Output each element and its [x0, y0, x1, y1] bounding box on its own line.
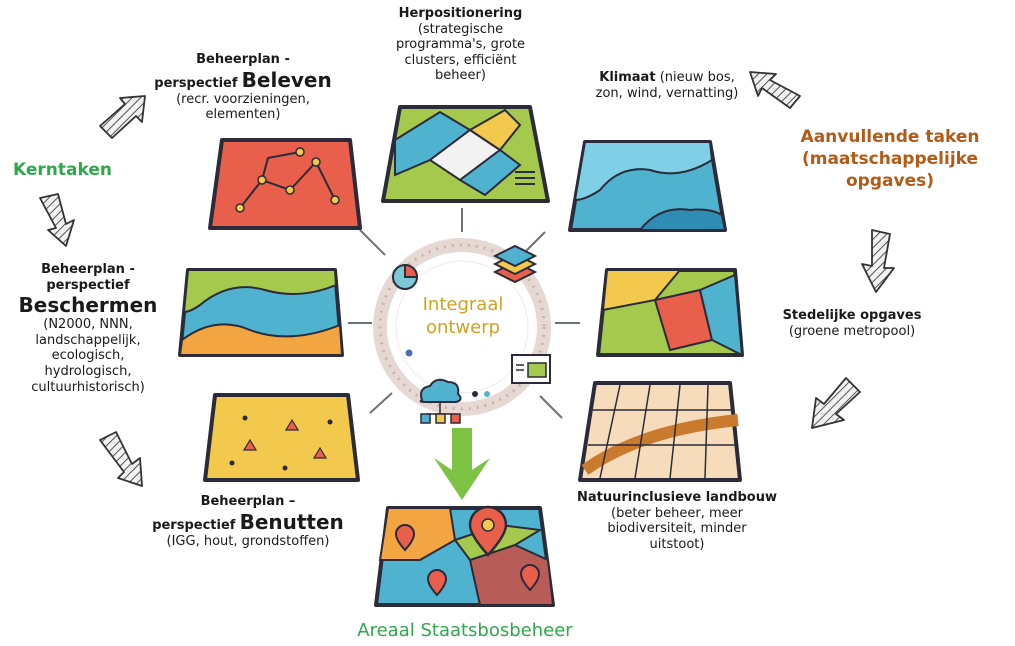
klimaat-rest: (nieuw bos, — [659, 70, 735, 85]
herpositionering-sub-1: (strategische — [417, 21, 504, 37]
aanvullende-line-1: Aanvullende taken — [800, 127, 980, 147]
beschermen-sub-4: hydrologisch, — [44, 363, 132, 379]
herpositionering-sub-2: programma's, grote — [395, 37, 526, 53]
arrow-icon — [749, 71, 801, 109]
beschermen-sub-3: ecologisch, — [51, 348, 125, 364]
arrow-icon — [99, 431, 143, 487]
label-natuurinclusief: Natuurinclusieve landbouw (beter beheer,… — [572, 490, 782, 552]
bottom-label: Areaal Staatsbosbeheer — [357, 620, 573, 641]
location-pin-icon — [468, 505, 508, 557]
map-tile-benutten — [203, 393, 360, 482]
arrow-icon — [39, 193, 75, 247]
decor-dot-icon — [472, 391, 478, 397]
natuur-sub-1: (beter beheer, meer — [611, 505, 743, 521]
stedelijk-title: Stedelijke opgaves — [782, 308, 922, 323]
aanvullende-taken-title: Aanvullende taken (maatschappelijke opga… — [795, 126, 985, 192]
klimaat-sub-1: zon, wind, vernatting) — [595, 85, 739, 101]
label-stedelijk: Stedelijke opgaves (groene metropool) — [772, 308, 932, 339]
label-klimaat: Klimaat (nieuw bos, zon, wind, vernattin… — [577, 70, 757, 101]
decor-dot-icon — [405, 349, 413, 357]
label-benutten: Beheerplan – perspectief Benutten (IGG, … — [148, 494, 348, 549]
aanvullende-line-3: opgaves) — [846, 171, 934, 192]
map-tile-natuurinclusief — [578, 381, 742, 482]
beschermen-big: Beschermen — [18, 293, 158, 318]
stedelijk-sub-1: (groene metropool) — [788, 323, 916, 339]
beschermen-line-1: Beheerplan - — [41, 262, 135, 277]
center-line-1: Integraal — [422, 294, 504, 315]
map-tile-klimaat — [568, 140, 727, 232]
cloud-network-icon — [419, 378, 462, 424]
herpositionering-sub-4: beheer) — [435, 68, 486, 84]
layers-icon — [492, 244, 538, 284]
map-tile-areaal — [374, 506, 555, 607]
arrow-icon — [99, 95, 146, 139]
beschermen-sub-2: landschappelijk, — [35, 332, 141, 348]
arrow-icon — [811, 377, 861, 429]
natuur-sub-2: biodiversiteit, minder — [607, 521, 747, 537]
beschermen-sub-1: (N2000, NNN, — [43, 317, 133, 333]
beleven-big: Beleven — [241, 67, 332, 92]
down-arrow-icon — [434, 428, 490, 500]
center-label: Integraal ontwerp — [402, 294, 524, 339]
kerntaken-title: Kerntaken — [13, 160, 112, 180]
map-tile-stedelijk — [596, 268, 744, 357]
beleven-sub-1: (recr. voorzieningen, — [176, 91, 310, 107]
center-line-2: ontwerp — [425, 316, 501, 338]
arrow-icon — [861, 229, 895, 293]
benutten-prefix: perspectief — [152, 517, 236, 533]
decor-dot-icon — [484, 391, 490, 397]
map-tile-beleven — [208, 138, 362, 230]
natuur-sub-3: uitstoot) — [649, 536, 705, 552]
beleven-line-1: Beheerplan - — [196, 52, 290, 67]
center-ring — [373, 238, 551, 416]
beleven-sub-2: elementen) — [205, 107, 281, 123]
location-pin-icon — [394, 524, 541, 597]
window-icon — [511, 354, 551, 384]
beschermen-line-2: perspectief — [46, 277, 130, 293]
label-herpositionering: Herpositionering (strategische programma… — [388, 6, 533, 84]
herpositionering-title: Herpositionering — [398, 6, 523, 21]
aanvullende-line-2: (maatschappelijke — [801, 149, 979, 170]
label-beleven: Beheerplan - perspectief Beleven (recr. … — [148, 52, 338, 123]
beschermen-sub-5: cultuurhistorisch) — [31, 379, 145, 395]
benutten-big: Benutten — [239, 509, 344, 534]
label-beschermen: Beheerplan - perspectief Beschermen (N20… — [8, 262, 168, 395]
pie-chart-icon — [392, 263, 419, 290]
benutten-sub-1: (IGG, hout, grondstoffen) — [166, 533, 330, 549]
beleven-prefix: perspectief — [154, 75, 238, 91]
map-tile-beschermen — [178, 268, 344, 357]
map-tile-herpositionering — [381, 105, 550, 203]
benutten-line-1: Beheerplan – — [200, 494, 296, 509]
natuur-title: Natuurinclusieve landbouw — [576, 490, 778, 505]
herpositionering-sub-3: clusters, efficiënt — [404, 52, 517, 68]
connector-spokes — [348, 208, 580, 419]
klimaat-title: Klimaat — [599, 70, 656, 85]
